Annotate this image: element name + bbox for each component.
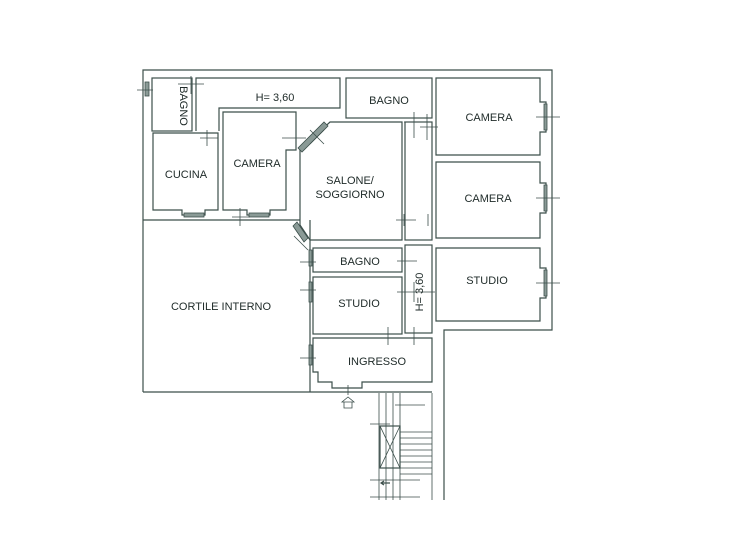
door-marks (137, 76, 560, 395)
label-cucina: CUCINA (165, 169, 208, 181)
corridor-upper (404, 121, 433, 241)
label-soggiorno: SOGGIORNO (315, 189, 385, 201)
label-studio-right: STUDIO (466, 275, 508, 287)
label-ingresso: INGRESSO (348, 356, 407, 368)
staircase (370, 393, 433, 500)
room-walls (151, 77, 547, 389)
label-bagno-small: BAGNO (177, 86, 189, 126)
room-ingresso (312, 337, 433, 389)
room-camera-mid-right (435, 161, 547, 239)
room-cucina (152, 132, 219, 216)
room-corridor (195, 77, 341, 131)
room-bagno-mid (312, 247, 403, 273)
label-camera-mid-right: CAMERA (464, 193, 512, 205)
windows (144, 81, 548, 366)
label-corridor2-height: H= 3,60 (414, 273, 426, 312)
label-camera-top-right: CAMERA (465, 112, 513, 124)
room-bagno-top (345, 77, 433, 119)
label-bagno-top: BAGNO (369, 95, 409, 107)
label-studio-mid: STUDIO (338, 298, 380, 310)
label-corridor-height: H= 3,60 (256, 92, 295, 104)
corridor-lower (404, 244, 433, 334)
room-studio-mid (312, 276, 403, 335)
label-bagno-mid: BAGNO (340, 256, 380, 268)
label-camera-mid: CAMERA (233, 158, 281, 170)
room-camera-top-right (435, 77, 547, 156)
label-cortile: CORTILE INTERNO (171, 301, 271, 313)
outer-walls (142, 69, 553, 500)
stair-direction-arrow (379, 480, 390, 486)
entrance-arrow-icon (340, 396, 356, 409)
room-bagno-small (151, 77, 193, 132)
room-studio-right (435, 247, 547, 322)
label-salone: SALONE/ (326, 175, 375, 187)
elevator-shaft (379, 425, 401, 469)
